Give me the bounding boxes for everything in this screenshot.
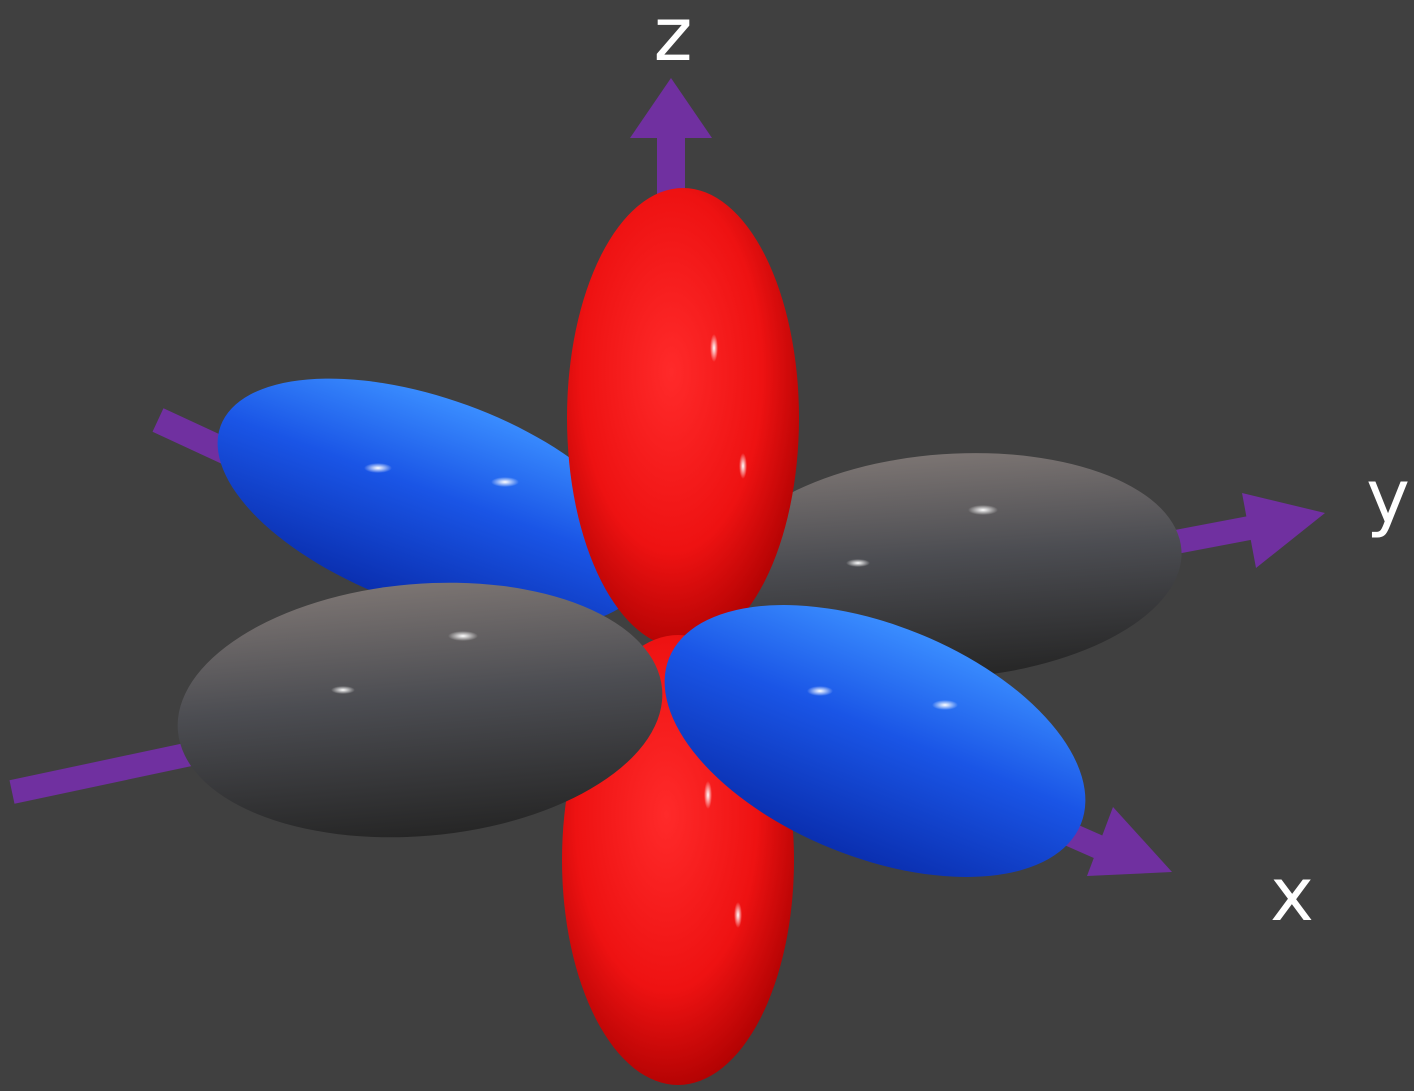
y-axis-back-segment	[9, 740, 203, 804]
y-axis-label: y	[1366, 454, 1410, 540]
z-axis-arrow-icon	[630, 78, 712, 138]
blue-lobe-back	[217, 378, 647, 628]
red-lobe-upper	[567, 188, 799, 648]
x-axis-label: x	[1270, 852, 1314, 938]
y-axis-arrow-icon	[1242, 493, 1325, 568]
x-axis-arrow-icon	[1087, 807, 1172, 876]
z-axis-label: z	[654, 0, 693, 78]
grey-lobe-front	[177, 582, 663, 838]
blue-lobe-front	[664, 605, 1086, 877]
y-axis-front	[1157, 493, 1325, 568]
